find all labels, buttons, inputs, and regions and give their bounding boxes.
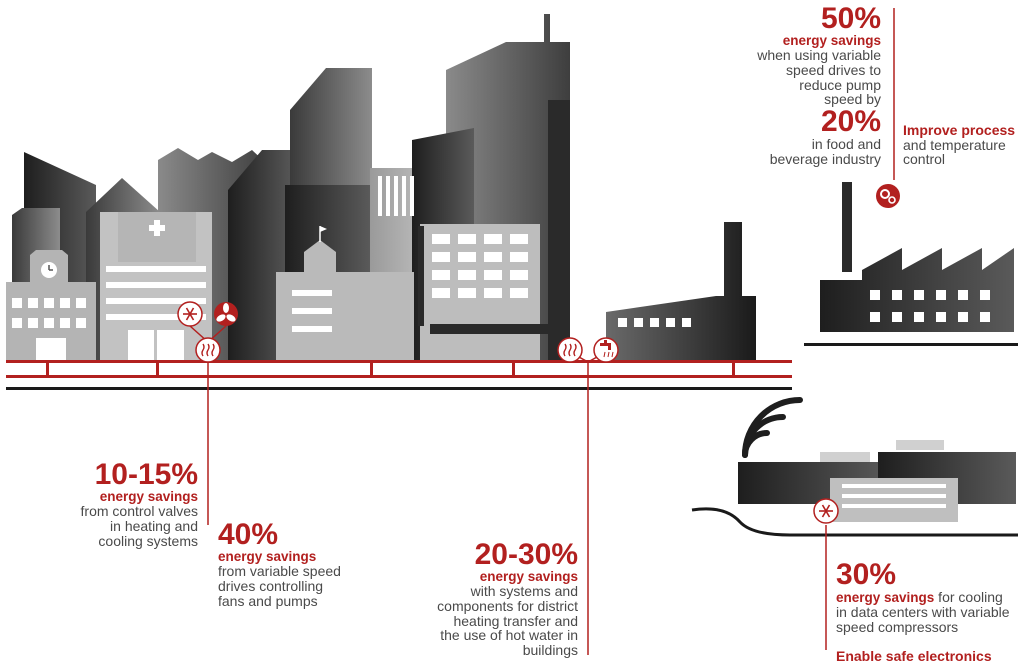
street <box>6 360 792 390</box>
percent-fans: 40% <box>218 518 279 551</box>
percent-food: 20% <box>820 104 881 138</box>
percent-datacenter: 30% <box>836 558 897 591</box>
callout-valves: 10-15% energy savings from control valve… <box>40 460 198 548</box>
desc-pumps-3: reduce pump <box>799 76 881 93</box>
desc-district-3: heating transfer and <box>453 612 578 629</box>
desc-district-5: buildings <box>522 641 578 658</box>
callout-district: 20-30% energy savings with systems and c… <box>400 540 578 658</box>
tap-icon <box>593 337 619 363</box>
datacenter-label-line: energy savings for cooling <box>836 590 1022 605</box>
callout-fans: 40% energy savings from variable speed d… <box>218 520 388 608</box>
label-fans: energy savings <box>218 549 317 564</box>
snowflake-icon <box>813 498 839 524</box>
medical-cross-icon <box>149 220 165 236</box>
desc-district-1: with systems and <box>470 583 578 600</box>
label-district: energy savings <box>479 569 578 584</box>
desc-valves-1: from control valves <box>80 503 198 520</box>
desc-valves-2: in heating and <box>110 517 198 534</box>
desc-process-2: control <box>903 151 946 168</box>
desc-valves-3: cooling systems <box>98 532 198 549</box>
gears-icon <box>876 184 900 208</box>
fan-icon <box>214 302 238 326</box>
label-datacenter-rest: for cooling <box>934 589 1003 605</box>
label-valves: energy savings <box>99 489 198 504</box>
desc-food-2: beverage industry <box>769 150 881 167</box>
callout-pumps: 50% energy savings when using variable s… <box>736 4 881 166</box>
callout-datacenter: 30% energy savings for cooling in data c… <box>836 560 1022 663</box>
low-factory <box>606 222 756 360</box>
desc-fans-2: drives controlling <box>218 577 324 594</box>
desc-pumps-4: speed by <box>824 91 881 108</box>
desc-process-1: and temperature <box>903 136 1006 153</box>
data-center <box>691 397 1018 537</box>
percent-district: 20-30% <box>474 538 578 571</box>
desc-food-1: in food and <box>811 135 881 152</box>
desc-fans-3: fans and pumps <box>218 592 318 609</box>
industrial-factory <box>804 182 1018 346</box>
wifi-signal-icon <box>742 397 803 458</box>
desc-pumps-1: when using variable <box>757 47 881 64</box>
desc-pumps-2: speed drives to <box>786 61 881 78</box>
desc-fans-1: from variable speed <box>218 563 341 580</box>
process-title: Improve process <box>903 122 1016 138</box>
flag-icon <box>319 226 327 242</box>
city-front <box>6 176 756 360</box>
desc-datacenter-1: in data centers with variable <box>836 604 1010 621</box>
heat-icon <box>557 337 583 363</box>
desc-district-4: the use of hot water in <box>440 627 578 644</box>
datacenter-footer: Enable safe electronics <box>836 647 992 664</box>
percent-pumps: 50% <box>820 2 881 35</box>
callout-process: Improve process and temperature control <box>903 123 1023 167</box>
label-pumps: energy savings <box>782 33 881 48</box>
snowflake-icon <box>177 301 203 327</box>
desc-datacenter-2: speed compressors <box>836 618 959 635</box>
percent-valves: 10-15% <box>94 458 198 491</box>
heat-icon <box>195 337 221 363</box>
desc-district-2: components for district <box>437 597 578 614</box>
label-datacenter: energy savings <box>836 590 935 605</box>
